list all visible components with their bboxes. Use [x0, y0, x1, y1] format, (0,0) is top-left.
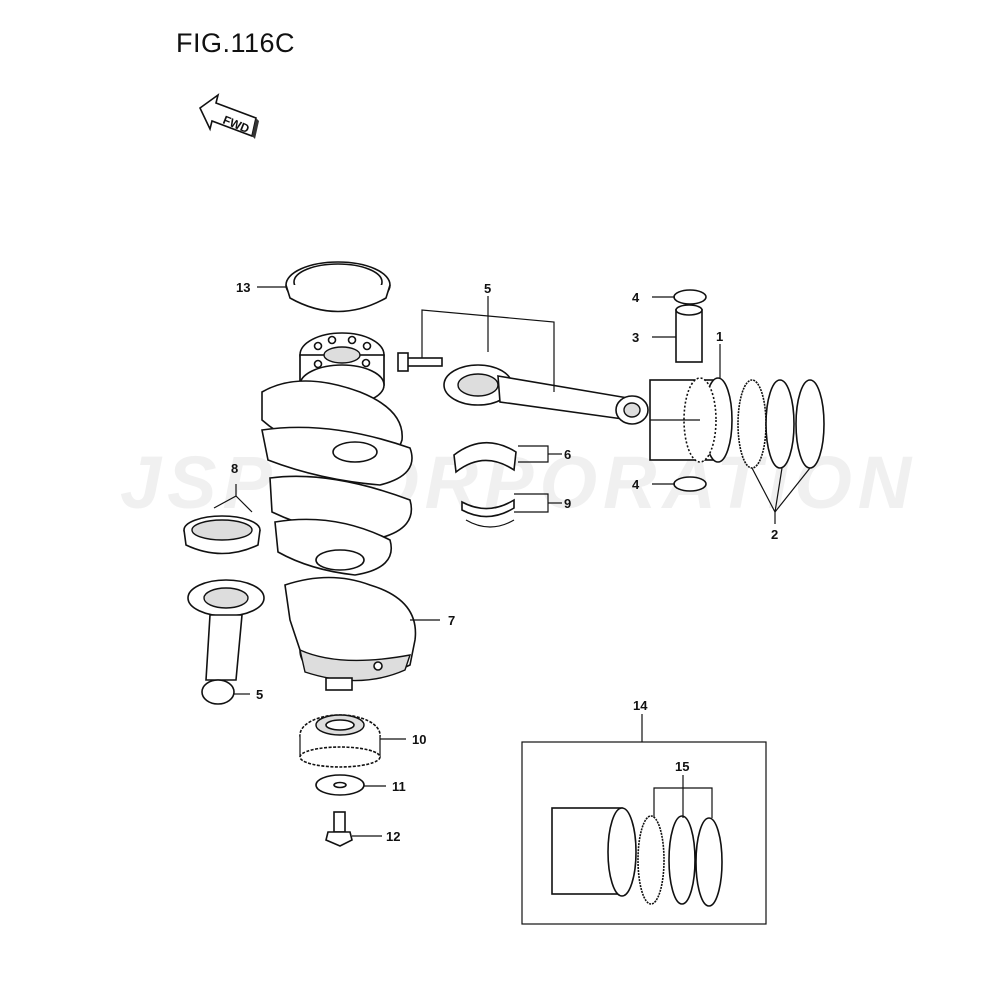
bearing-8	[183, 515, 261, 555]
callout-2: 2	[771, 527, 778, 542]
crankshaft-7	[261, 332, 417, 691]
callout-11: 11	[392, 779, 406, 794]
callout-13: 13	[236, 280, 250, 295]
connecting-rod-5-lower	[187, 579, 265, 705]
callout-4-top: 4	[632, 290, 640, 305]
piston-1	[649, 377, 733, 463]
callout-4-bottom: 4	[632, 477, 640, 492]
crankshaft-gear-10	[299, 714, 381, 768]
callout-7: 7	[448, 613, 455, 628]
leader-lines	[213, 286, 811, 837]
piston-rings-2	[737, 379, 825, 469]
callout-1: 1	[716, 329, 723, 344]
figure-title: FIG.116C	[176, 28, 296, 58]
circlip-4-bottom	[673, 476, 707, 492]
circlip-4-top	[673, 289, 707, 305]
callout-5-upper: 5	[484, 281, 491, 296]
washer-11	[315, 774, 365, 796]
callout-12: 12	[386, 829, 400, 844]
connecting-rod-5-upper	[397, 352, 649, 425]
bolt-12	[325, 811, 353, 847]
callout-15: 15	[675, 759, 689, 774]
thrust-bearing-9	[461, 498, 515, 528]
callout-6: 6	[564, 447, 571, 462]
callout-9: 9	[564, 496, 571, 511]
fwd-arrow-icon: FWD	[198, 93, 259, 139]
callout-10: 10	[412, 732, 426, 747]
bearing-6	[453, 441, 517, 474]
callout-14: 14	[633, 698, 648, 713]
callout-5-lower: 5	[256, 687, 263, 702]
piston-kit-14	[521, 741, 767, 925]
oil-seal-13	[285, 261, 391, 313]
piston-pin-3	[675, 304, 703, 363]
callout-8: 8	[231, 461, 238, 476]
callout-3: 3	[632, 330, 639, 345]
